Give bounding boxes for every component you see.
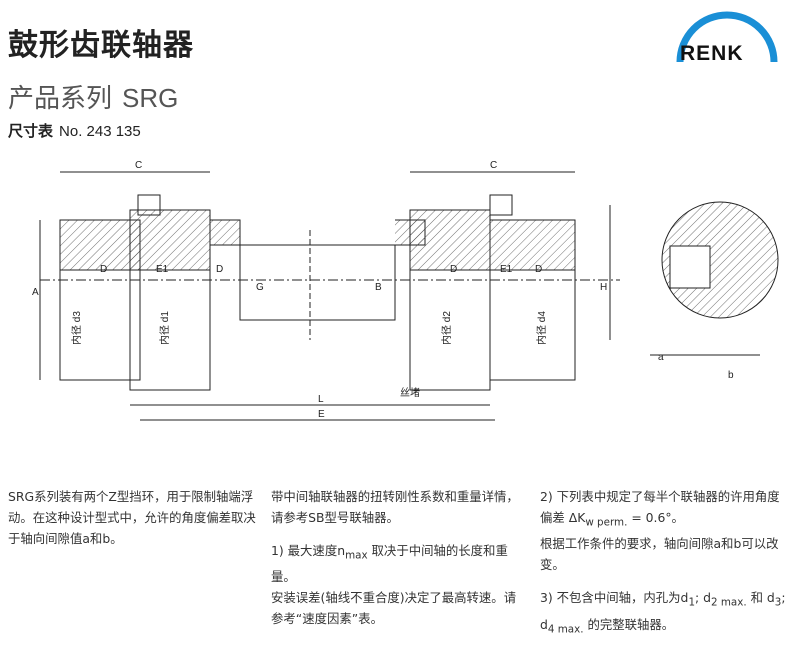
dim-h: H xyxy=(600,282,607,293)
note-max-speed: 1) 最大速度nmax 取决于中间轴的长度和重量。安装误差(轴线不重合度)决定了… xyxy=(271,543,517,627)
right-hub xyxy=(409,209,491,271)
sheet-label: 尺寸表 xyxy=(8,122,54,140)
sheet-number: No. 243 135 xyxy=(59,123,141,140)
dim-d-2: D xyxy=(216,264,223,275)
dim-a: A xyxy=(32,287,39,298)
dim-small-b: b xyxy=(728,370,734,381)
product-series-line: 产品系列 SRG xyxy=(8,78,178,115)
note-angular-deviation: 2) 下列表中规定了每半个联轴器的许用角度偏差 ΔKw perm. = 0.6°… xyxy=(540,489,780,573)
page-title: 鼓形齿联轴器 xyxy=(8,28,194,63)
dim-e1-left: E1 xyxy=(156,264,169,275)
renk-logo-text: RENK xyxy=(680,42,744,65)
bore-d4-label: 内径 d4 xyxy=(535,311,548,345)
dim-d-1: D xyxy=(100,264,107,275)
note-clearance: 根据工作条件的要求，轴向间隙a和b可以改变。 xyxy=(540,536,779,573)
dim-d-4: D xyxy=(535,264,542,275)
dim-g: G xyxy=(256,282,264,293)
bore-d2-label: 内径 d2 xyxy=(440,311,453,345)
note-misalignment: 安装误差(轴线不重合度)决定了最高转速。请参考“速度因素”表。 xyxy=(271,590,517,627)
renk-logo-arc xyxy=(676,11,778,63)
plug-label: 丝堵 xyxy=(400,386,420,399)
notes-column-1: SRG系列装有两个Z型挡环，用于限制轴端浮动。在这种设计型式中，允许的角度偏差取… xyxy=(8,486,260,561)
sheet-line: 尺寸表 No. 243 135 xyxy=(8,120,141,141)
dim-small-a: a xyxy=(658,352,664,363)
dim-c-left: C xyxy=(135,160,142,171)
note-stiffness: 带中间轴联轴器的扭转刚性系数和重量详情，请参考SB型号联轴器。 xyxy=(271,489,519,525)
series-prefix: 产品系列 xyxy=(8,84,113,114)
bore-d3-label: 内径 d3 xyxy=(70,311,83,345)
dim-e1-right: E1 xyxy=(500,264,513,275)
note-srg-design: SRG系列装有两个Z型挡环，用于限制轴端浮动。在这种设计型式中，允许的角度偏差取… xyxy=(8,489,256,546)
notes-column-3: 2) 下列表中规定了每半个联轴器的许用角度偏差 ΔKw perm. = 0.6°… xyxy=(540,486,792,652)
intermediate-shaft xyxy=(239,244,396,321)
dim-b-upper: B xyxy=(375,282,382,293)
dim-e: E xyxy=(318,409,325,420)
left-hub xyxy=(59,219,141,271)
bore-d1-label: 内径 d1 xyxy=(158,311,171,345)
note-bores: 3) 不包含中间轴，内孔为d1; d2 max. 和 d3; d4 max. 的… xyxy=(540,590,786,636)
series-code: SRG xyxy=(122,83,179,113)
coupling-drawing: C C A D E1 D G B D E1 D H L E a b 丝堵 内径 … xyxy=(32,160,779,421)
notes-column-2: 带中间轴联轴器的扭转刚性系数和重量详情，请参考SB型号联轴器。 1) 最大速度n… xyxy=(271,486,523,641)
dim-c-right: C xyxy=(490,160,497,171)
dim-d-3: D xyxy=(450,264,457,275)
dim-l: L xyxy=(318,394,324,405)
detail-circle xyxy=(661,201,779,319)
